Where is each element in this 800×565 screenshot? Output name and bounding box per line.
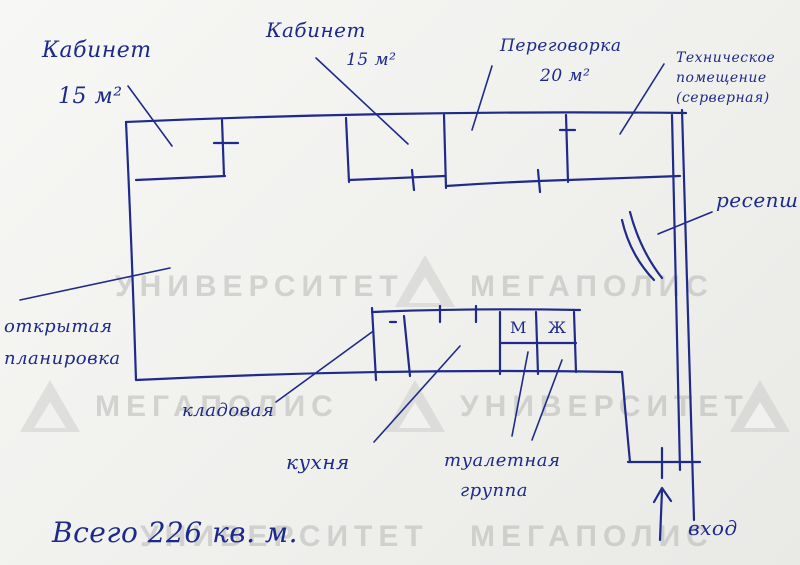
office-2-wall [344, 116, 447, 192]
storage-top [370, 308, 582, 314]
watermark-logo [395, 255, 455, 307]
watermark-logo [20, 380, 80, 432]
watermark-megapolis: МЕГАПОЛИС [470, 270, 714, 303]
office-1-area: 15 м² [58, 84, 123, 109]
open-plan-label-1: открытая [4, 316, 113, 337]
kitchen-leader [373, 345, 461, 443]
storage-divider [388, 314, 412, 378]
wc-men-label: М [510, 318, 527, 337]
restroom-leader-1 [511, 351, 529, 437]
outer-wall-left [124, 120, 138, 382]
kitchen-label: кухня [286, 450, 350, 474]
storage-leader [275, 331, 373, 403]
wc-block [498, 310, 578, 376]
tech-label-1: Техническое [676, 50, 776, 66]
entrance-arrow [652, 486, 673, 542]
watermark-universitet: УНИВЕРСИТЕТ [115, 270, 404, 303]
total-area-label: Всего 226 кв. м. [52, 516, 299, 549]
meeting-label: Переговорка [500, 36, 622, 56]
tech-label-3: (серверная) [676, 90, 770, 106]
outer-wall-right-inner [670, 113, 682, 472]
open-plan-label-2: планировка [4, 348, 121, 369]
tech-leader [619, 63, 665, 135]
open-plan-leader [19, 267, 171, 301]
reception-label: ресепшн [716, 188, 800, 212]
reception-leader [657, 211, 713, 235]
storage-left [370, 306, 378, 382]
kitchen-ticks [438, 304, 478, 324]
watermark-megapolis: МЕГАПОЛИС [95, 390, 339, 423]
corridor-wall [620, 370, 632, 464]
restroom-leader-2 [531, 359, 563, 441]
outer-wall-right [680, 108, 696, 522]
watermark-universitet: УНИВЕРСИТЕТ [140, 520, 429, 553]
restroom-label-1: туалетная [444, 450, 561, 471]
storage-label: кладовая [182, 400, 275, 421]
office-2-label: Кабинет [266, 18, 366, 42]
office-2-area: 15 м² [346, 50, 397, 70]
office-1-leader [127, 85, 173, 147]
entrance-door [626, 446, 702, 480]
tech-wall [558, 113, 682, 184]
office-1-label: Кабинет [42, 38, 152, 63]
meeting-wall [442, 113, 568, 194]
reception-desk [620, 210, 664, 282]
bottom-wall [134, 369, 624, 382]
tech-label-2: помещение [676, 70, 767, 86]
watermark-logo [385, 380, 445, 432]
office-1-wall [134, 118, 240, 182]
entrance-label: вход [688, 516, 738, 540]
watermark-logo [730, 380, 790, 432]
restroom-label-2: группа [460, 480, 528, 501]
wc-women-label: Ж [548, 318, 567, 337]
office-2-leader [315, 57, 409, 145]
watermark-megapolis: МЕГАПОЛИС [470, 520, 714, 553]
watermark-universitet: УНИВЕРСИТЕТ [460, 390, 749, 423]
outer-wall-top [124, 111, 688, 124]
meeting-leader [471, 65, 493, 131]
meeting-area: 20 м² [540, 66, 591, 86]
